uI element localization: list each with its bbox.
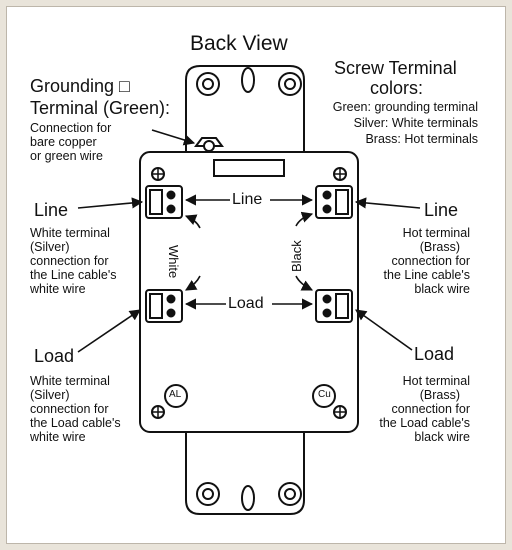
right-load-arrow: [355, 309, 413, 351]
top-center-slot: [241, 67, 255, 93]
white-curve-arrow-down: [185, 275, 201, 291]
colors-silver: Silver: White terminals: [353, 116, 478, 130]
right-line-desc-5: black wire: [414, 282, 470, 296]
diagram-title: Back View: [190, 32, 288, 55]
colors-heading-line2: colors:: [370, 78, 424, 98]
left-line-desc-2: (Silver): [30, 240, 70, 254]
right-load-label: Load: [414, 344, 455, 364]
cu-marking: Cu: [318, 389, 331, 400]
right-line-desc-4: the Line cable's: [383, 268, 470, 282]
al-marking: AL: [169, 389, 182, 400]
bottom-mounting-strap: [185, 430, 305, 515]
left-line-desc-5: white wire: [30, 282, 86, 296]
left-line-desc-4: the Line cable's: [30, 268, 117, 282]
left-line-desc-3: connection for: [30, 254, 109, 268]
black-curve-arrow-down: [295, 275, 314, 291]
right-load-desc-5: black wire: [414, 430, 470, 444]
center-load-label: Load: [228, 295, 264, 312]
top-mounting-strap: [185, 65, 305, 152]
top-left-strap-hole: [196, 72, 220, 96]
right-load-desc-1: Hot terminal: [402, 374, 470, 388]
bottom-left-strap-hole: [196, 482, 220, 506]
white-curve-arrow-up: [184, 214, 201, 229]
left-line-desc-1: White terminal: [30, 226, 110, 240]
right-line-label: Line: [424, 200, 459, 220]
grounding-arrow: [151, 129, 196, 146]
left-load-desc-4: the Load cable's: [30, 416, 121, 430]
right-line-desc-2: (Brass): [419, 240, 460, 254]
left-load-desc-5: white wire: [30, 430, 86, 444]
right-load-desc-3: connection for: [391, 402, 470, 416]
cu-marking-circle: [312, 384, 336, 408]
grounding-desc-3: or green wire: [30, 149, 103, 163]
bottom-center-slot: [241, 485, 255, 511]
left-load-desc-3: connection for: [30, 402, 109, 416]
left-load-terminal: [145, 289, 183, 323]
right-line-desc-1: Hot terminal: [402, 226, 470, 240]
right-load-desc-4: the Load cable's: [379, 416, 470, 430]
right-load-desc-2: (Brass): [419, 388, 460, 402]
right-line-arrow: [354, 197, 421, 209]
grounding-heading-line2: Terminal (Green):: [30, 98, 171, 118]
left-load-label: Load: [34, 346, 75, 366]
black-curve-arrow-up: [295, 211, 314, 227]
left-line-label: Line: [34, 200, 69, 220]
left-load-arrow: [77, 309, 141, 353]
top-right-strap-hole: [278, 72, 302, 96]
left-line-terminal: [145, 185, 183, 219]
left-load-desc-2: (Silver): [30, 388, 70, 402]
colors-green: Green: grounding terminal: [332, 100, 478, 114]
colors-brass: Brass: Hot terminals: [365, 132, 478, 146]
black-wire-label: Black: [289, 240, 304, 272]
left-line-arrow: [77, 197, 144, 209]
grounding-desc-1: Connection for: [30, 121, 112, 135]
al-marking-circle: [164, 384, 188, 408]
top-body-slot: [213, 159, 285, 177]
grounding-desc-2: bare copper: [30, 135, 97, 149]
center-line-label: Line: [232, 191, 263, 208]
white-wire-label: White: [166, 245, 181, 279]
right-line-terminal: [315, 185, 353, 219]
bottom-right-strap-hole: [278, 482, 302, 506]
grounding-heading-line1: Grounding □: [30, 76, 130, 96]
left-load-desc-1: White terminal: [30, 374, 110, 388]
colors-heading-line1: Screw Terminal: [334, 58, 457, 78]
right-line-desc-3: connection for: [391, 254, 470, 268]
right-load-terminal: [315, 289, 353, 323]
